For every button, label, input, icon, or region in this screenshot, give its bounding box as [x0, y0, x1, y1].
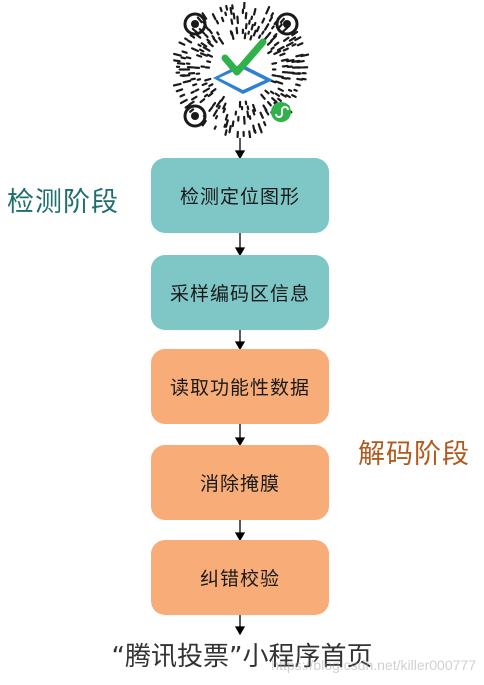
- checkmark-logo-icon: [213, 38, 273, 94]
- caption: “腾讯投票”小程序首页: [111, 642, 373, 672]
- mini-program-code-icon: [173, 2, 309, 138]
- arrow-head: [234, 437, 246, 447]
- arrow-head: [234, 626, 246, 636]
- detect-stage-label: 检测阶段: [7, 187, 119, 218]
- step-sample-encoding-region: 采样编码区信息: [151, 255, 329, 330]
- decode-stage-label: 解码阶段: [358, 439, 470, 470]
- arrow-head: [234, 247, 246, 257]
- watermark: https://blog.csdn.net/killer000777: [271, 657, 476, 673]
- arrow-head: [234, 150, 246, 160]
- arrow-head: [234, 532, 246, 542]
- step-remove-mask: 消除掩膜: [151, 445, 329, 520]
- arrow-head: [234, 341, 246, 351]
- step-error-correction: 纠错校验: [151, 540, 329, 615]
- step-read-function-data: 读取功能性数据: [151, 349, 329, 424]
- step-detect-finder-pattern: 检测定位图形: [151, 158, 329, 233]
- mini-program-badge-icon: [271, 102, 291, 122]
